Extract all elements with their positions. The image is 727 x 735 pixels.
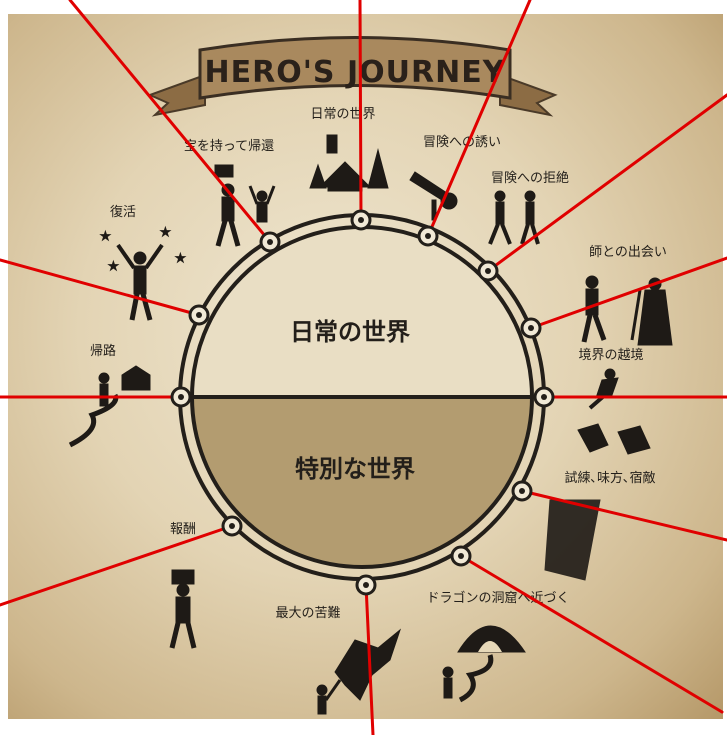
- label-approach: ドラゴンの洞窟へ近づく: [426, 590, 569, 606]
- node-road-back[interactable]: [170, 386, 192, 408]
- pointer-line-return: [68, 0, 272, 244]
- svg-text:★: ★: [108, 259, 119, 273]
- svg-text:★: ★: [100, 229, 111, 243]
- node-ordeal[interactable]: [355, 574, 377, 596]
- node-ordinary-world[interactable]: [350, 209, 372, 231]
- ordinary-world-half-label: 日常の世界: [290, 317, 410, 346]
- pointer-line-refusal: [486, 93, 727, 273]
- pointer-line-resurrection: [0, 258, 201, 317]
- node-reward[interactable]: [221, 515, 243, 537]
- pointer-line-approach: [459, 554, 724, 714]
- special-world-half-label: 特別な世界: [295, 454, 415, 483]
- banner-title: HERO'S JOURNEY: [205, 55, 506, 90]
- road-back-illustration: [68, 365, 151, 448]
- node-resurrection[interactable]: [188, 304, 210, 326]
- label-trials: 試練､味方､宿敵: [564, 470, 655, 486]
- label-refusal: 冒険への拒絶: [491, 170, 569, 186]
- trumpet-illustration: [409, 171, 458, 221]
- node-call-to-adventure[interactable]: [417, 225, 439, 247]
- village-illustration: [309, 134, 389, 192]
- pointer-line-trials: [520, 489, 727, 542]
- label-ordinary-world: 日常の世界: [310, 107, 375, 122]
- stage-nodes: [170, 209, 555, 596]
- pointer-line-reward: [0, 524, 234, 607]
- node-return-elixir[interactable]: [259, 231, 281, 253]
- node-threshold[interactable]: [533, 386, 555, 408]
- node-approach[interactable]: [450, 545, 472, 567]
- label-threshold: 境界の越境: [578, 348, 643, 363]
- cave-illustration: [442, 625, 526, 703]
- stage-labels: 日常の世界 冒険への誘い 冒険への拒絶 師との出会い 境界の越境 試練､味方､宿…: [90, 107, 667, 621]
- svg-text:★: ★: [160, 225, 171, 239]
- refusal-illustration: [488, 190, 540, 245]
- node-mentor[interactable]: [520, 317, 542, 339]
- label-call-to-adventure: 冒険への誘い: [423, 135, 501, 150]
- mentor-illustration: [581, 275, 673, 346]
- pointer-line-mentor: [529, 256, 727, 330]
- trials-illustration: [544, 499, 601, 581]
- title-banner: HERO'S JOURNEY: [147, 36, 558, 117]
- resurrection-illustration: ★ ★ ★ ★: [100, 225, 186, 321]
- svg-text:★: ★: [175, 251, 186, 265]
- label-ordeal: 最大の苦難: [275, 605, 340, 621]
- journey-wheel: 日常の世界 特別な世界: [178, 213, 546, 581]
- label-return-elixir: 宝を持って帰還: [184, 138, 274, 154]
- label-reward: 報酬: [170, 522, 196, 537]
- return-illustration: [214, 164, 276, 247]
- pointer-line-ordinary: [358, 0, 363, 222]
- label-mentor: 師との出会い: [589, 245, 667, 260]
- pointer-line-ordeal: [364, 583, 375, 735]
- node-trials[interactable]: [511, 480, 533, 502]
- reward-illustration: [169, 569, 197, 649]
- pointer-line-call: [426, 0, 532, 238]
- dragon-illustration: [316, 628, 402, 715]
- node-refusal[interactable]: [477, 260, 499, 282]
- label-road-back: 帰路: [90, 343, 116, 359]
- label-resurrection: 復活: [110, 204, 136, 220]
- threshold-illustration: [577, 368, 651, 455]
